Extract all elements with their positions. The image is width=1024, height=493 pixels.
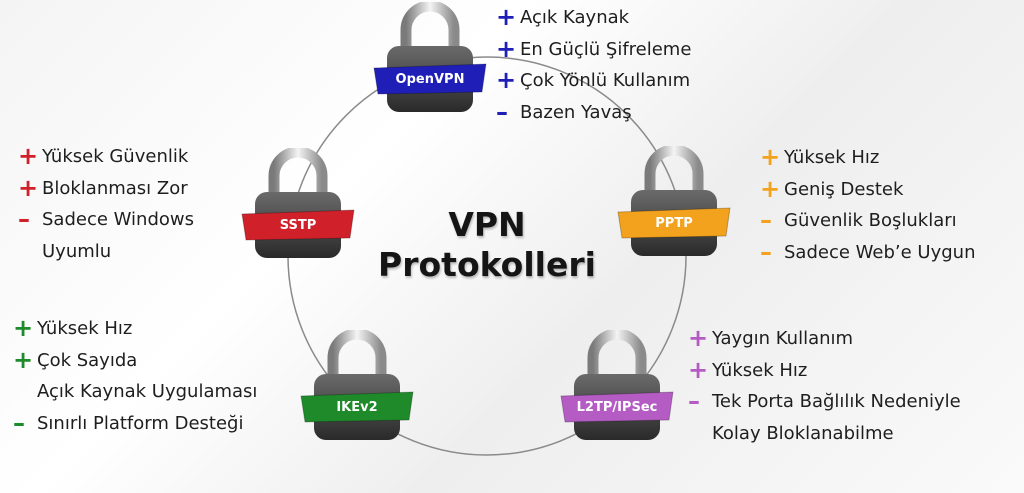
feature-item: Açık Kaynak Uygulaması: [13, 376, 257, 408]
features-openvpn: +Açık Kaynak+En Güçlü Şifreleme+Çok Yönl…: [496, 2, 691, 128]
feature-item: +En Güçlü Şifreleme: [496, 34, 691, 66]
padlock-ikev2: IKEv2: [297, 330, 417, 445]
protocol-name: IKEv2: [336, 400, 378, 415]
feature-text: Yüksek Güvenlik: [42, 146, 189, 167]
padlock-openvpn: OpenVPN: [370, 2, 490, 117]
feature-text: Çok Sayıda: [37, 349, 138, 371]
plus-icon: +: [18, 142, 39, 170]
feature-item: +Bloklanması Zor: [18, 173, 194, 205]
minus-icon: –: [760, 237, 772, 266]
plus-icon: +: [688, 355, 709, 384]
feature-item: –Tek Porta Bağlılık Nedeniyle: [688, 386, 961, 418]
feature-text: En Güçlü Şifreleme: [520, 38, 692, 60]
feature-text: Sadece Windows: [42, 209, 194, 230]
protocol-name: OpenVPN: [395, 72, 465, 87]
feature-item: +Açık Kaynak: [496, 2, 691, 34]
padlock-pptp: PPTP: [614, 146, 734, 261]
feature-item: Uyumlu: [18, 236, 194, 268]
plus-icon: +: [760, 143, 781, 171]
feature-item: +Yüksek Hız: [688, 355, 961, 387]
padlock-icon: [373, 2, 487, 112]
plus-icon: +: [18, 173, 39, 202]
feature-item: –Güvenlik Boşlukları: [760, 205, 975, 237]
minus-icon: –: [760, 206, 772, 234]
feature-item: –Bazen Yavaş: [496, 97, 691, 129]
plus-icon: +: [496, 66, 517, 94]
padlock-icon: [241, 148, 355, 258]
feature-text: Bazen Yavaş: [520, 101, 632, 123]
feature-text: Uyumlu: [42, 240, 112, 262]
minus-icon: –: [18, 205, 30, 233]
feature-text: Yüksek Hız: [784, 147, 880, 168]
feature-item: –Sadece Web’e Uygun: [760, 237, 975, 269]
feature-text: Sınırlı Platform Desteği: [37, 412, 244, 434]
title-line-2: Protokolleri: [378, 245, 596, 284]
feature-text: Bloklanması Zor: [42, 177, 188, 199]
plus-icon: +: [13, 345, 34, 374]
feature-text: Açık Kaynak Uygulaması: [37, 381, 258, 402]
feature-text: Geniş Destek: [784, 178, 904, 200]
feature-text: Kolay Bloklanabilme: [712, 422, 894, 444]
features-l2tp-ipsec: +Yaygın Kullanım+Yüksek Hız–Tek Porta Ba…: [688, 323, 961, 449]
feature-text: Yaygın Kullanım: [712, 328, 854, 349]
feature-text: Yüksek Hız: [712, 359, 808, 381]
feature-item: +Çok Yönlü Kullanım: [496, 65, 691, 97]
plus-icon: +: [496, 34, 517, 63]
feature-item: +Yaygın Kullanım: [688, 323, 961, 355]
title-line-1: VPN: [448, 205, 526, 244]
feature-item: +Yüksek Hız: [760, 142, 975, 174]
feature-item: –Sınırlı Platform Desteği: [13, 408, 257, 440]
protocol-name: PPTP: [655, 216, 693, 231]
protocol-name: L2TP/IPSec: [576, 400, 658, 415]
feature-item: +Yüksek Güvenlik: [18, 141, 194, 173]
diagram-title: VPN Protokolleri: [347, 205, 627, 285]
padlock-icon: [617, 146, 731, 256]
padlock-sstp: SSTP: [238, 148, 358, 263]
minus-icon: –: [496, 97, 508, 126]
plus-icon: +: [688, 324, 709, 352]
feature-text: Güvenlik Boşlukları: [784, 210, 957, 231]
features-sstp: +Yüksek Güvenlik+Bloklanması Zor–Sadece …: [18, 141, 194, 267]
feature-text: Çok Yönlü Kullanım: [520, 70, 691, 91]
feature-item: +Yüksek Hız: [13, 313, 257, 345]
feature-text: Yüksek Hız: [37, 318, 133, 339]
padlock-icon: [300, 330, 414, 440]
plus-icon: +: [13, 314, 34, 342]
padlock-l2tp-ipsec: L2TP/IPSec: [557, 330, 677, 445]
feature-item: +Geniş Destek: [760, 174, 975, 206]
feature-text: Sadece Web’e Uygun: [784, 241, 976, 263]
minus-icon: –: [13, 408, 25, 437]
plus-icon: +: [496, 3, 517, 31]
minus-icon: –: [688, 387, 700, 415]
feature-item: Kolay Bloklanabilme: [688, 418, 961, 450]
padlock-icon: [560, 330, 674, 440]
protocol-name: SSTP: [279, 218, 317, 233]
feature-item: +Çok Sayıda: [13, 345, 257, 377]
feature-text: Tek Porta Bağlılık Nedeniyle: [712, 391, 961, 412]
feature-text: Açık Kaynak: [520, 7, 630, 28]
feature-item: –Sadece Windows: [18, 204, 194, 236]
features-pptp: +Yüksek Hız+Geniş Destek–Güvenlik Boşluk…: [760, 142, 975, 268]
plus-icon: +: [760, 174, 781, 203]
